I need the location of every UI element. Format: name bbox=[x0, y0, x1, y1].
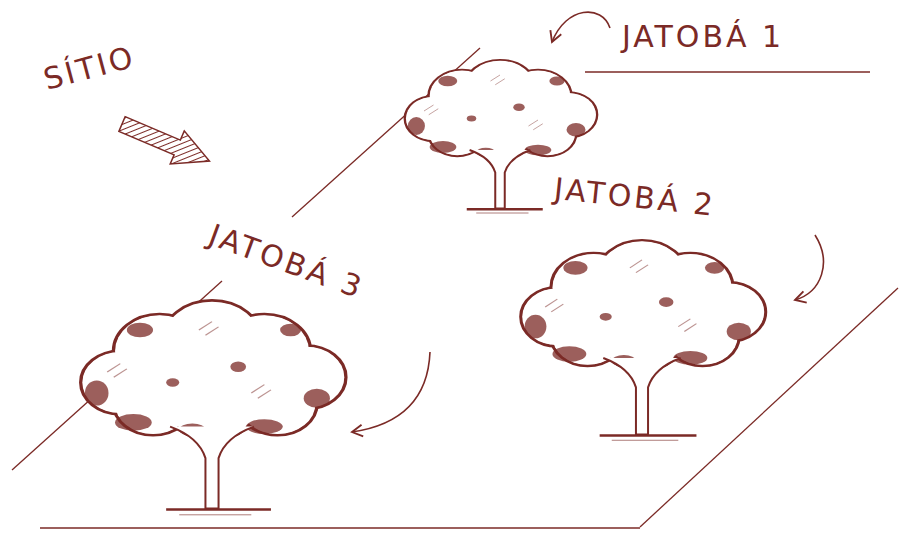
plane-edge bbox=[40, 527, 640, 528]
tree bbox=[81, 301, 346, 515]
site-arrow bbox=[115, 107, 217, 177]
tree-label: SÍTIO bbox=[40, 40, 139, 98]
leader-arrow bbox=[795, 235, 823, 300]
tree-label: JATOBÁ 2 bbox=[552, 172, 717, 223]
plane-edge bbox=[585, 71, 870, 72]
tree-label: JATOBÁ 3 bbox=[204, 218, 368, 306]
tree-label: JATOBÁ 1 bbox=[622, 20, 784, 55]
tree bbox=[521, 240, 765, 440]
leader-arrow bbox=[552, 12, 610, 42]
site-arrow bbox=[115, 107, 217, 177]
ground-plane bbox=[12, 48, 898, 528]
leader-arrow bbox=[352, 352, 430, 432]
